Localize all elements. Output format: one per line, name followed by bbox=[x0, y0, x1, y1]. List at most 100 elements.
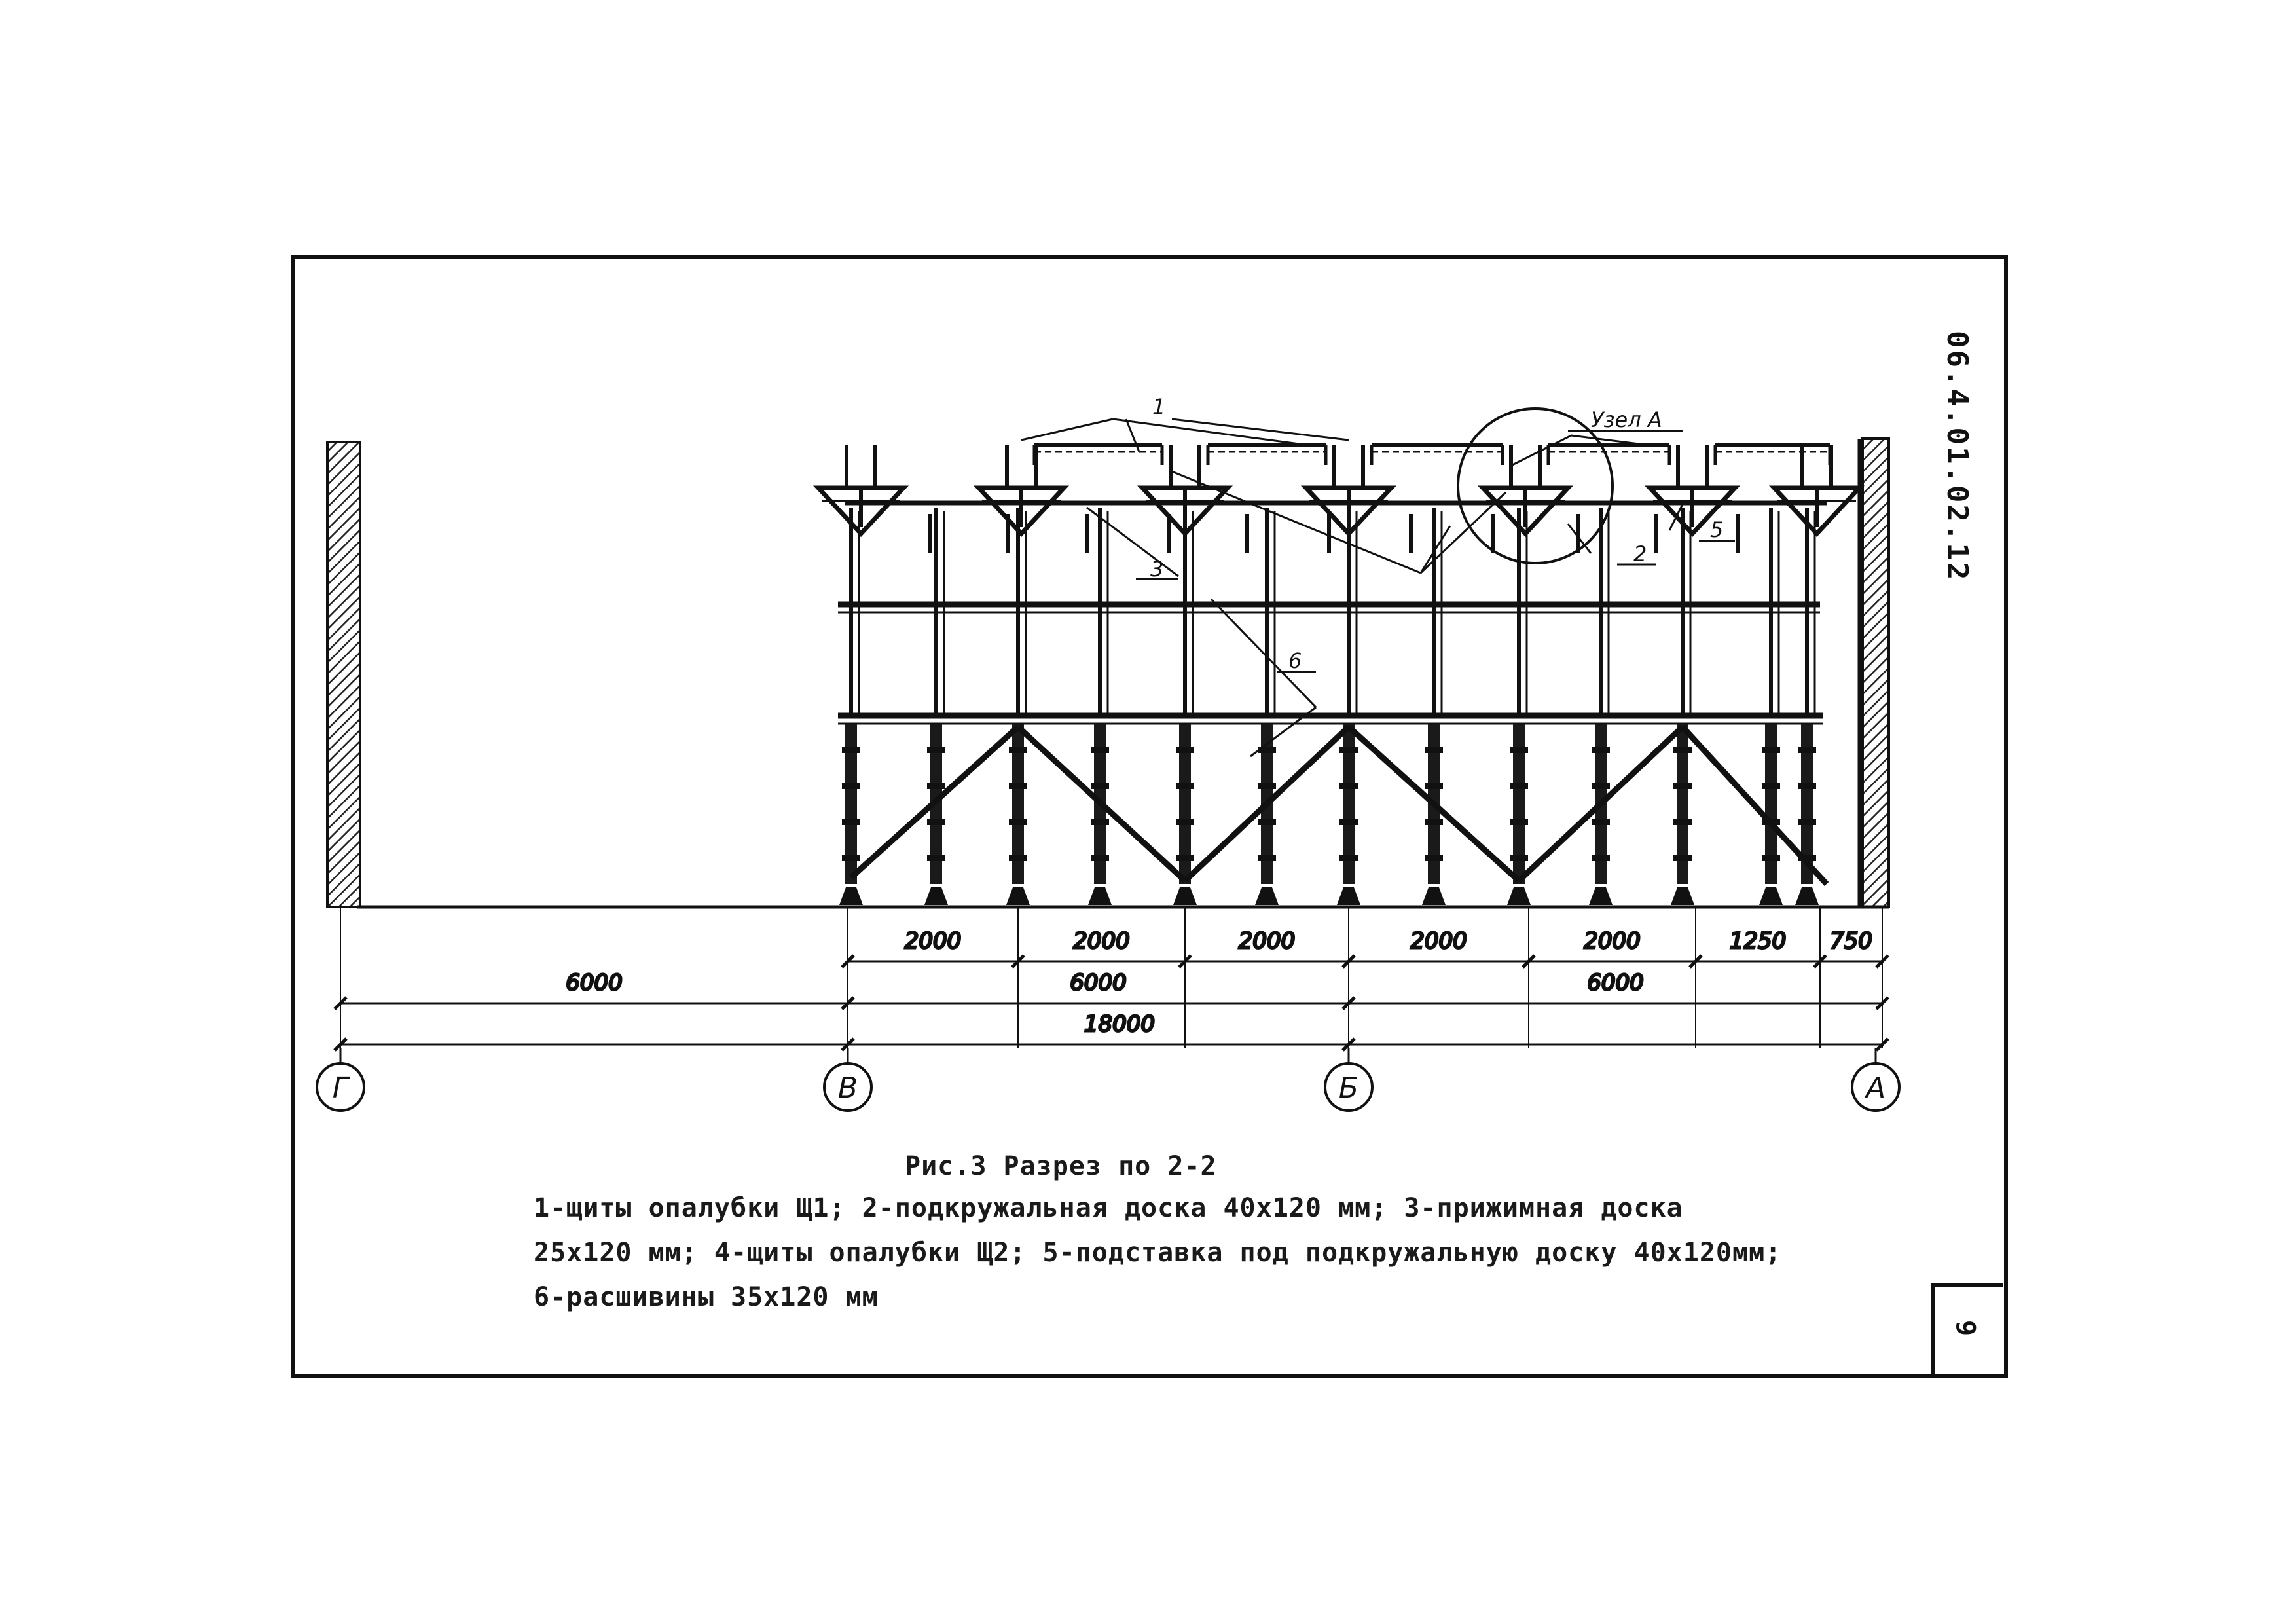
prop-collar bbox=[1510, 819, 1528, 825]
prop-collar bbox=[1091, 819, 1109, 825]
prop-collar bbox=[1176, 819, 1194, 825]
dimension-tick bbox=[333, 1037, 348, 1052]
axis-bubble bbox=[1851, 1062, 1901, 1112]
prop-collar bbox=[1510, 783, 1528, 789]
prop-collar bbox=[1762, 783, 1780, 789]
dimension-value: 1250 bbox=[1730, 928, 1787, 954]
shield-flange bbox=[1546, 445, 1671, 465]
diagonal-braces bbox=[848, 724, 1829, 887]
axis-label: Г bbox=[333, 1071, 351, 1105]
dimension-value: 2000 bbox=[1584, 928, 1641, 954]
dimension-tick bbox=[1341, 996, 1356, 1010]
formwork-shields bbox=[812, 443, 1865, 538]
page-number: 9 bbox=[1950, 1320, 1981, 1337]
dimension-value: 6000 bbox=[1070, 970, 1127, 996]
prop-collar bbox=[1258, 747, 1276, 753]
callout-3: 3 bbox=[1150, 557, 1163, 581]
prop-collar bbox=[1510, 747, 1528, 753]
drawing-frame bbox=[291, 255, 2008, 1378]
dimension-value: 750 bbox=[1830, 928, 1872, 954]
callout-leaders bbox=[1021, 418, 1684, 758]
prop-collar bbox=[1176, 747, 1194, 753]
telescopic-prop bbox=[1801, 724, 1813, 884]
prop-collar bbox=[927, 747, 945, 753]
dimension-tick bbox=[1875, 996, 1889, 1010]
prop-collar bbox=[1258, 819, 1276, 825]
prop-collar bbox=[1762, 855, 1780, 861]
callout-6: 6 bbox=[1288, 648, 1302, 673]
dimension-tick bbox=[1341, 1037, 1356, 1052]
prop-collar bbox=[1592, 855, 1610, 861]
prop-collar bbox=[842, 783, 860, 789]
telescopic-prop bbox=[1765, 724, 1777, 884]
prop-foot bbox=[1795, 887, 1819, 905]
telescopic-prop bbox=[1513, 724, 1525, 884]
diagonal-brace bbox=[1680, 724, 1829, 887]
diagonal-brace bbox=[1182, 724, 1351, 883]
dimension-tick bbox=[1011, 954, 1025, 969]
prop-collar bbox=[1176, 783, 1194, 789]
diagonal-brace bbox=[1346, 724, 1522, 883]
prop-collar bbox=[1762, 747, 1780, 753]
callout-node-a: Узел А bbox=[1591, 407, 1662, 432]
prop-collar bbox=[1798, 855, 1816, 861]
right-wall bbox=[1861, 437, 1890, 908]
prop-collar bbox=[1798, 783, 1816, 789]
prop-foot bbox=[1422, 887, 1446, 905]
prop-collar bbox=[1673, 855, 1692, 861]
prop-collar bbox=[1592, 819, 1610, 825]
prop-collar bbox=[1009, 855, 1027, 861]
shield-flange bbox=[1206, 445, 1328, 465]
prop-collar bbox=[1425, 855, 1443, 861]
dimension-tick bbox=[1688, 954, 1703, 969]
prop-foot bbox=[924, 887, 948, 905]
telescopic-prop bbox=[1179, 724, 1191, 884]
dimension-tick bbox=[1813, 954, 1827, 969]
legend-line-3: 6-расшивины 35х120 мм bbox=[534, 1282, 879, 1312]
dimension-value: 2000 bbox=[1073, 928, 1130, 954]
prop-collar bbox=[1673, 783, 1692, 789]
left-wall bbox=[326, 441, 361, 908]
dimension-tick bbox=[1522, 954, 1536, 969]
prop-collar bbox=[1009, 819, 1027, 825]
dimension-tick bbox=[1875, 1037, 1889, 1052]
figure-title: Рис.3 Разрез по 2-2 bbox=[905, 1151, 1217, 1181]
prop-collar bbox=[927, 819, 945, 825]
diagonal-brace bbox=[1015, 724, 1188, 883]
prop-collar bbox=[1339, 783, 1358, 789]
prop-collar bbox=[1009, 783, 1027, 789]
telescopic-prop bbox=[1343, 724, 1355, 884]
dimension-value: 6000 bbox=[1587, 970, 1644, 996]
prop-collar bbox=[1592, 747, 1610, 753]
legend-line-2: 25х120 мм; 4-щиты опалубки Щ2; 5-подстав… bbox=[534, 1238, 1782, 1268]
diagonal-brace bbox=[848, 724, 1021, 880]
dimension-tick bbox=[841, 996, 855, 1010]
dimension-tick bbox=[1341, 954, 1356, 969]
prop-foot bbox=[1006, 887, 1030, 905]
dimension-tick bbox=[333, 996, 348, 1010]
shield-flange bbox=[1713, 445, 1832, 465]
prop-collar bbox=[842, 747, 860, 753]
document-number: 06.4.01.02.12 bbox=[1941, 331, 1974, 582]
prop-collar bbox=[1091, 747, 1109, 753]
telescopic-prop bbox=[1677, 724, 1688, 884]
prop-collar bbox=[1091, 855, 1109, 861]
diagonal-brace bbox=[1516, 724, 1685, 883]
prop-collar bbox=[1425, 819, 1443, 825]
axis-bubble bbox=[823, 1062, 873, 1112]
prop-collar bbox=[1673, 819, 1692, 825]
dimension-value: 2000 bbox=[1410, 928, 1467, 954]
prop-collar bbox=[1798, 747, 1816, 753]
prop-collar bbox=[927, 783, 945, 789]
prop-collar bbox=[1592, 783, 1610, 789]
prop-foot bbox=[1337, 887, 1360, 905]
prop-collar bbox=[927, 855, 945, 861]
prop-foot bbox=[1507, 887, 1531, 905]
callout-1: 1 bbox=[1152, 394, 1165, 419]
prop-foot bbox=[1759, 887, 1783, 905]
dimension-total: 18000 bbox=[1084, 1011, 1155, 1037]
prop-collar bbox=[1425, 783, 1443, 789]
dimension-value: 2000 bbox=[1239, 928, 1296, 954]
page-number-box bbox=[1931, 1283, 2003, 1374]
